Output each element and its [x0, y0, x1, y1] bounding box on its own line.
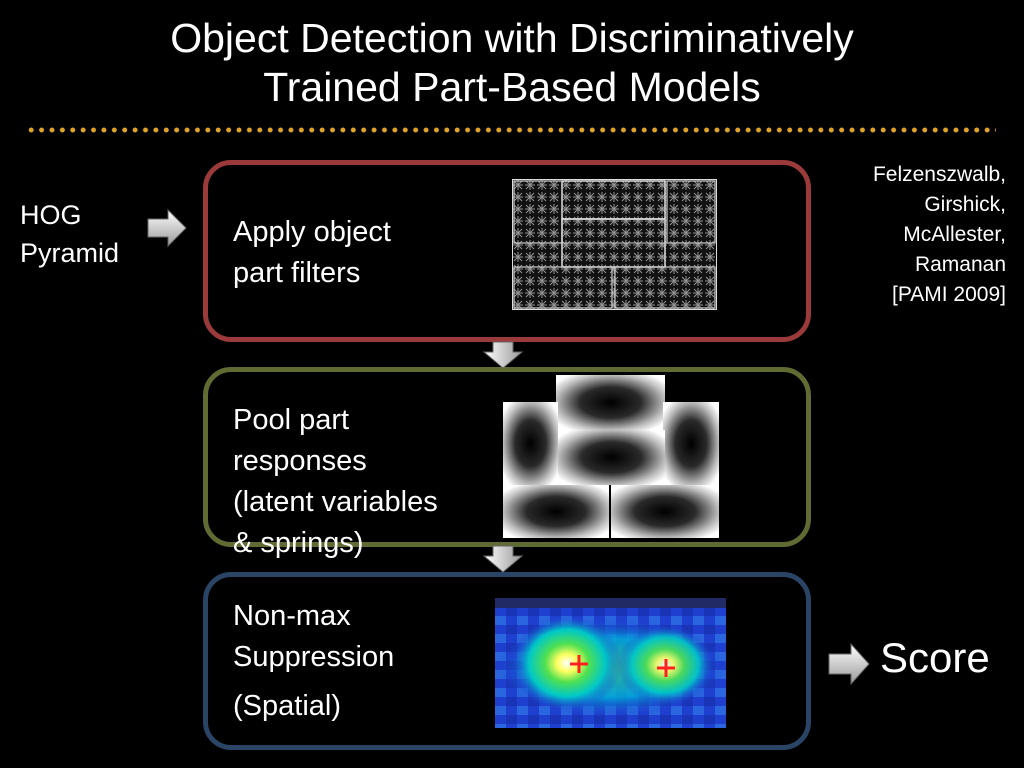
stage-3-line-1: Non-max	[233, 600, 351, 632]
title-line-1: Object Detection with Discriminatively	[170, 15, 854, 61]
citation-line-3: McAllester,	[903, 223, 1006, 246]
input-label-line-1: HOG	[20, 200, 82, 230]
stage-box-pooling	[203, 367, 811, 547]
output-label: Score	[880, 634, 990, 681]
stage-1-line-2: part filters	[233, 257, 361, 289]
stage-box-nms	[203, 572, 811, 750]
input-label: HOG Pyramid	[20, 196, 119, 272]
citation-line-2: Girshick,	[924, 193, 1006, 216]
slide-title: Object Detection with Discriminatively T…	[0, 14, 1024, 112]
response-heatmap	[495, 598, 726, 728]
citation-line-1: Felzenszwalb,	[872, 163, 1006, 186]
citation-line-4: Ramanan	[914, 253, 1006, 276]
title-line-2: Trained Part-Based Models	[263, 64, 761, 110]
arrow-down-icon	[482, 545, 524, 573]
arrow-right-icon	[147, 208, 187, 248]
stage-2-text: Pool part responses (latent variables & …	[233, 400, 438, 564]
citation-line-5: [PAMI 2009]	[891, 283, 1006, 306]
stage-3-text: Non-max Suppression (Spatial)	[233, 596, 394, 727]
stage-3-line-2: Suppression	[233, 641, 395, 673]
stage-2-line-4: & springs)	[233, 527, 364, 559]
deformation-image	[503, 375, 719, 538]
stage-1-text: Apply object part filters	[233, 212, 391, 294]
arrow-right-icon	[828, 642, 870, 686]
stage-3-line-3: (Spatial)	[233, 690, 341, 722]
stage-box-filters	[203, 160, 811, 342]
dotted-divider	[26, 125, 996, 135]
arrow-down-icon	[482, 341, 524, 369]
hog-filter-image	[512, 179, 717, 310]
input-label-line-2: Pyramid	[20, 238, 120, 268]
stage-2-line-3: (latent variables	[233, 486, 438, 518]
stage-1-line-1: Apply object	[233, 216, 391, 248]
stage-2-line-2: responses	[233, 445, 367, 477]
stage-2-line-1: Pool part	[233, 404, 350, 436]
citation: Felzenszwalb, Girshick, McAllester, Rama…	[786, 160, 1006, 310]
